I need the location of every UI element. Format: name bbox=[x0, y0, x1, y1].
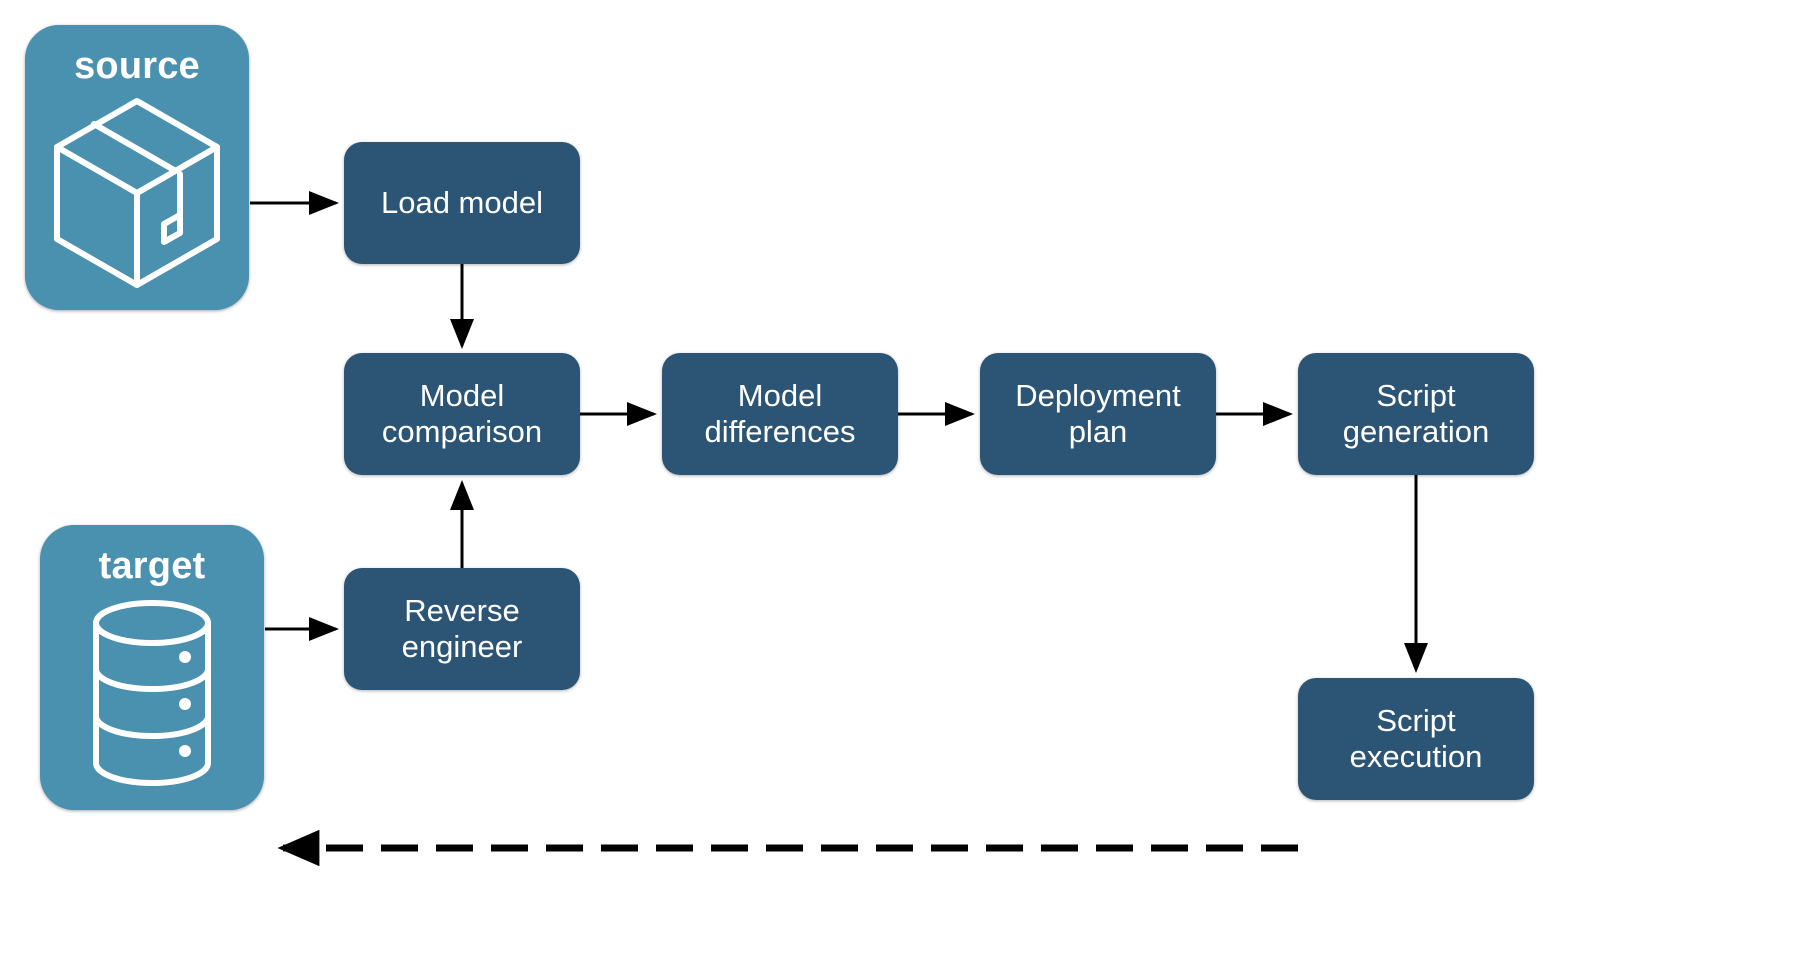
node-reverse-engineer-label: Reverse engineer bbox=[401, 592, 523, 664]
node-model-differences-label: Model differences bbox=[704, 377, 856, 449]
database-status-dot bbox=[179, 745, 191, 757]
node-script-generation-label: Script generation bbox=[1342, 377, 1490, 449]
node-reverse-engineer[interactable]: Reverse engineer bbox=[344, 568, 580, 690]
database-cylinder-icon bbox=[93, 600, 211, 786]
node-deployment-plan[interactable]: Deployment plan bbox=[980, 353, 1216, 475]
node-deployment-plan-label: Deployment plan bbox=[1015, 377, 1181, 449]
endpoint-target-label: target bbox=[98, 545, 206, 587]
node-script-execution-label: Script execution bbox=[1349, 702, 1483, 774]
package-box-icon bbox=[54, 98, 220, 288]
database-status-dot bbox=[179, 651, 191, 663]
node-model-comparison[interactable]: Model comparison bbox=[344, 353, 580, 475]
node-model-differences[interactable]: Model differences bbox=[662, 353, 898, 475]
endpoint-source-label: source bbox=[74, 45, 200, 87]
node-load-model[interactable]: Load model bbox=[344, 142, 580, 264]
database-status-dot bbox=[179, 698, 191, 710]
node-load-model-label: Load model bbox=[380, 184, 543, 220]
endpoint-target[interactable]: target bbox=[40, 525, 264, 810]
endpoint-source[interactable]: source bbox=[25, 25, 249, 310]
node-model-comparison-label: Model comparison bbox=[381, 377, 543, 449]
node-script-execution[interactable]: Script execution bbox=[1298, 678, 1534, 800]
node-script-generation[interactable]: Script generation bbox=[1298, 353, 1534, 475]
